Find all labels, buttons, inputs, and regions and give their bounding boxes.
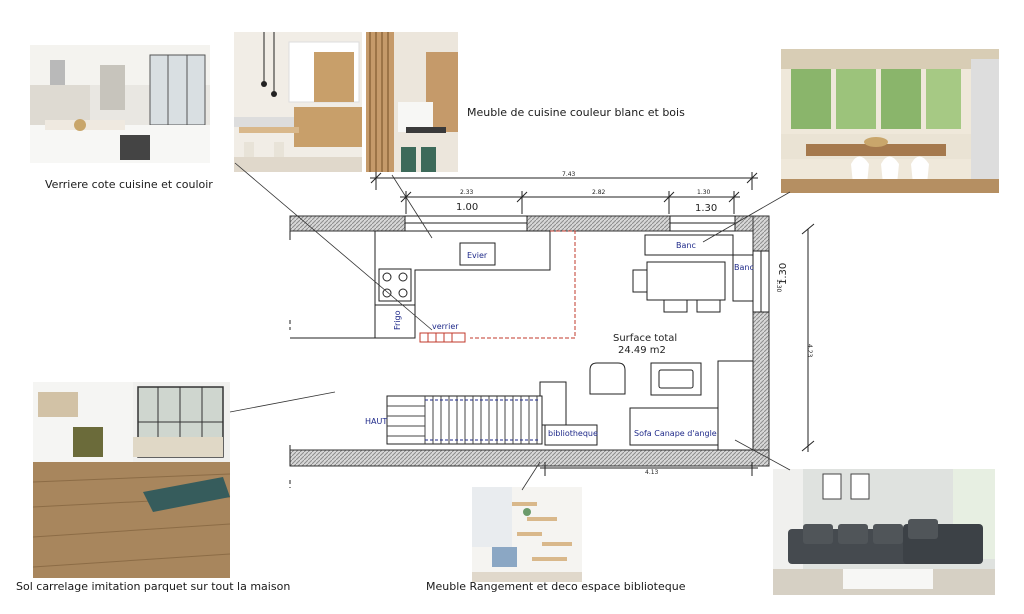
kitchen-photo-3 (366, 32, 458, 172)
kitchen-photo-1 (30, 45, 210, 163)
caption-sol: Sol carrelage imitation parquet sur tout… (16, 580, 291, 593)
floor-photo (33, 382, 230, 578)
frigo-label: Frigo (393, 310, 402, 330)
windows (404, 215, 770, 313)
library-photo (472, 487, 582, 582)
haut-label: HAUT (365, 417, 387, 426)
sofa-photo (773, 469, 995, 595)
dim-total-width: 7.43 (562, 171, 576, 178)
banc-side-label: Banc (734, 263, 754, 272)
window-2-label: 1.30 (695, 203, 717, 214)
staircase (386, 395, 543, 445)
window-right-small: 1.30 (775, 279, 782, 293)
dim-height: 4.23 (806, 344, 813, 358)
dim-bottom: 4.13 (645, 469, 659, 476)
dim-seg-2: 2.82 (592, 189, 606, 196)
verrier-label: verrier (432, 322, 459, 331)
caption-verriere: Verriere cote cuisine et couloir (45, 178, 213, 191)
dining-bench-photo (781, 49, 999, 193)
banc-top-label: Banc (676, 241, 696, 250)
dim-seg-1: 2.33 (460, 189, 474, 196)
glass-partition (419, 230, 576, 343)
kitchen-photo-2 (234, 32, 362, 172)
surface-title: Surface total (613, 333, 677, 344)
caption-meuble-cuisine: Meuble de cuisine couleur blanc et bois (467, 106, 685, 119)
dim-seg-3: 1.30 (697, 189, 711, 196)
caption-meuble-rangement: Meuble Rangement et deco espace bibliote… (426, 580, 686, 593)
surface-value: 24.49 m2 (618, 345, 666, 356)
bibliotheque-label: bibliotheque (548, 429, 598, 438)
window-1-label: 1.00 (456, 202, 478, 213)
window-right-label: 1.30 (778, 263, 789, 285)
sofa-label: Sofa Canape d'angle (634, 429, 717, 438)
leader-lines (229, 162, 791, 491)
evier-label: Evier (467, 251, 488, 260)
